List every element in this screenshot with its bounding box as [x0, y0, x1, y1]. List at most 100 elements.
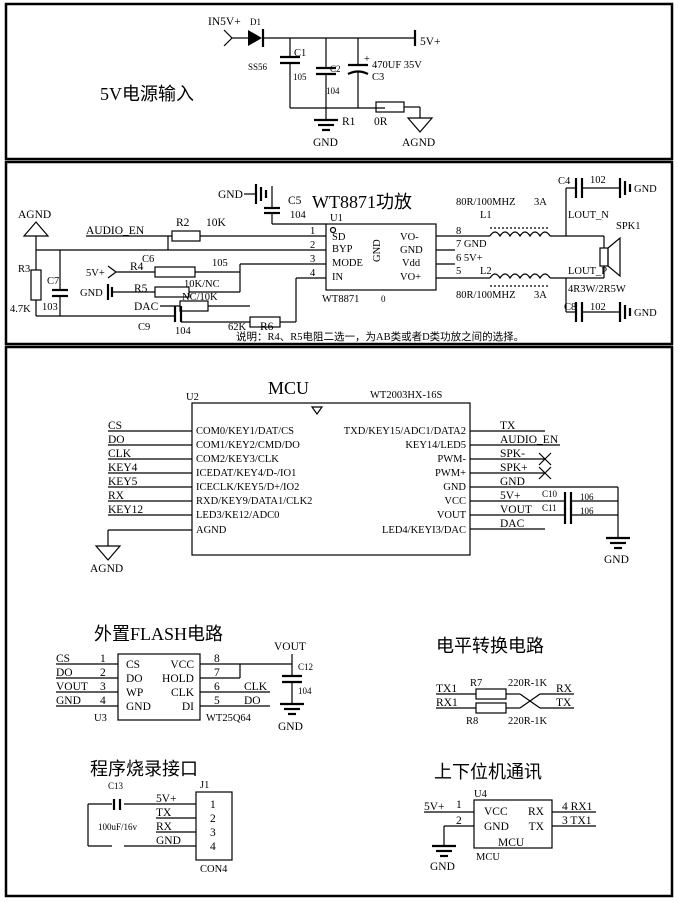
- flash-title: 外置FLASH电路: [94, 624, 223, 644]
- r8-value: 220R-1K: [508, 716, 548, 727]
- comm-gnd: GND: [430, 861, 455, 873]
- power-section: 5V电源输入 IN5V+ D1 SS56 5V+ C1 105 C2 104: [100, 16, 441, 149]
- prog-net: GND: [156, 835, 181, 847]
- c3-label: C3: [372, 72, 384, 83]
- flash-net: DO: [244, 695, 261, 707]
- rx1-label: RX1: [436, 697, 458, 709]
- u1-pin5-name: VO+: [400, 272, 421, 283]
- u2-left-pin: COM0/KEY1/DAT/CS: [196, 426, 294, 437]
- c4-value: 102: [590, 175, 606, 186]
- u2-left-pin: LED3/KE12/ADC0: [196, 510, 279, 521]
- comm-num: 1: [456, 799, 462, 811]
- u3-body: [117, 653, 201, 721]
- u4-net: 3 TX1: [562, 815, 592, 827]
- r3-value: 4.7K: [10, 304, 31, 315]
- net-label: KEY4: [108, 462, 138, 474]
- u2-right-pin: KEY14/LED5: [405, 440, 466, 451]
- net-label: KEY12: [108, 504, 143, 516]
- prog-num: 1: [210, 799, 216, 811]
- net-label: AUDIO_EN: [500, 434, 559, 446]
- net-label: CS: [108, 420, 122, 432]
- flash-pin: VCC: [170, 659, 194, 671]
- amp-agnd-icon: [22, 221, 50, 237]
- comm-num: 2: [456, 815, 462, 827]
- u4-body: [473, 799, 553, 849]
- c11-value: 106: [580, 506, 594, 516]
- c4-label: C4: [558, 176, 571, 187]
- amp-agnd-label: AGND: [18, 209, 51, 221]
- u2-orientation-icon: [310, 406, 324, 416]
- prog-net: TX: [156, 807, 172, 819]
- prog-net: 5V+: [156, 793, 177, 805]
- nc10k-label: NC/10K: [182, 292, 218, 303]
- r2-value: 10K: [206, 217, 227, 229]
- prog-title: 程序烧录接口: [90, 759, 198, 779]
- flash-pin: GND: [126, 701, 151, 713]
- flash-num: 2: [100, 667, 106, 679]
- u1-body: [325, 223, 437, 291]
- frame-power: [4, 2, 674, 161]
- c7-label: C7: [47, 276, 59, 287]
- frame-amp: [4, 160, 674, 346]
- amp-3a-bot: 3A: [534, 290, 547, 301]
- u1-gnd: GND: [372, 239, 383, 262]
- flash-pin: CS: [126, 659, 140, 671]
- net-label: SPK+: [500, 462, 528, 474]
- level-tx: TX: [556, 697, 572, 709]
- flash-num: 5: [214, 695, 220, 707]
- u2-left-pin: AGND: [196, 525, 227, 536]
- c12-value: 104: [298, 686, 312, 696]
- u1-pin3-num: 3: [310, 254, 315, 265]
- u1-pin8-name: VO-: [400, 232, 419, 243]
- u2-body: [191, 402, 471, 556]
- u1-pin4-name: IN: [332, 272, 343, 283]
- net-label: 5V+: [500, 490, 521, 502]
- level-rx: RX: [556, 683, 573, 695]
- ferrite-top-label: 80R/100MHZ: [456, 197, 516, 208]
- c9-value: 104: [175, 326, 192, 337]
- net-label: KEY5: [108, 476, 138, 488]
- c5-value: 104: [290, 210, 307, 221]
- c9-label: C9: [138, 322, 150, 333]
- net-label: DO: [108, 434, 125, 446]
- flash-num: 1: [100, 653, 106, 665]
- c8-gnd: GND: [634, 308, 657, 319]
- spk-label: SPK1: [616, 221, 641, 232]
- no-connect-icon: [538, 452, 552, 466]
- j1-label: J1: [200, 780, 209, 791]
- flash-right: VCC HOLD CLK DI 8 7 6 5 CLK DO: [162, 653, 292, 713]
- u2-right-pin: PWM+: [435, 468, 466, 479]
- d1-part: SS56: [248, 62, 268, 72]
- diode-icon: [248, 30, 262, 46]
- c8-label: C8: [564, 302, 576, 313]
- mcu-agnd-label: AGND: [90, 563, 123, 575]
- j1-body: [195, 791, 233, 861]
- r8-label: R8: [466, 716, 478, 727]
- u3-part: WT25Q64: [206, 713, 252, 724]
- c13-label: C13: [108, 781, 124, 791]
- flash-pin: HOLD: [162, 673, 194, 685]
- u2-left-pin: RXD/KEY9/DATA1/CLK2: [196, 496, 312, 507]
- in5v-arrow-icon: [223, 29, 233, 47]
- flash-pin: WP: [126, 687, 143, 699]
- net-5v-out: 5V+: [420, 36, 441, 48]
- c8-value: 102: [590, 302, 606, 313]
- lout-n-label: LOUT_N: [568, 210, 609, 221]
- c3-plus-icon: +: [364, 54, 370, 65]
- u2-left-pin: COM2/KEY3/CLK: [196, 454, 279, 465]
- net-label: RX: [108, 490, 125, 502]
- mcu-gnd-label: GND: [604, 554, 629, 566]
- net-label: DAC: [500, 518, 525, 530]
- net-label: VOUT: [500, 504, 532, 516]
- flash-net: CLK: [244, 681, 268, 693]
- net-label: CLK: [108, 448, 132, 460]
- flash-num: 6: [214, 681, 220, 693]
- c4-gnd: GND: [634, 184, 657, 195]
- r2-label: R2: [176, 217, 190, 229]
- u4-part-inside: MCU: [498, 837, 525, 849]
- u1-part: WT8871: [322, 294, 359, 305]
- net-in5v: IN5V+: [208, 16, 241, 28]
- u2-right-pins: TXD/KEY15/ADC1/DATA2 KEY14/LED5 PWM- PWM…: [344, 426, 467, 536]
- level-title: 电平转换电路: [436, 636, 544, 656]
- l2-label: L2: [480, 266, 492, 277]
